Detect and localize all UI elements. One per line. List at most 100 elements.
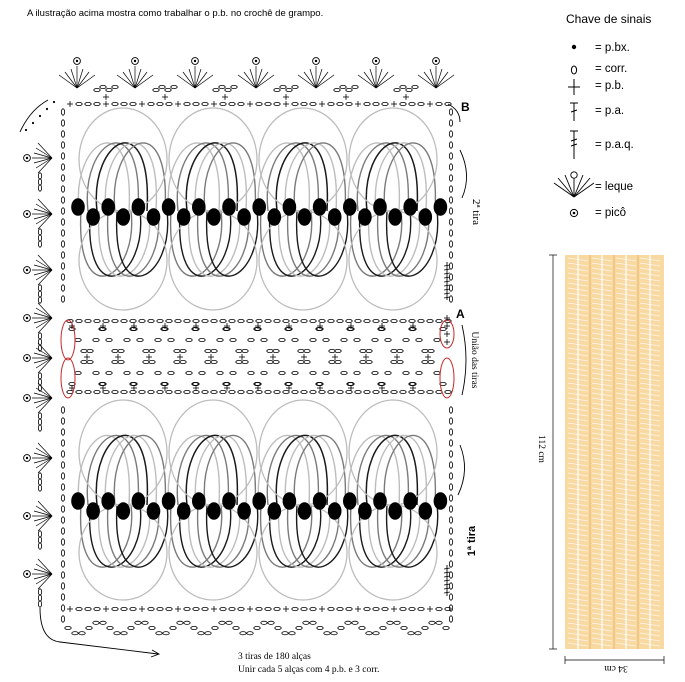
chain-stitch: [174, 318, 182, 323]
fan-stitch: [417, 74, 437, 89]
fan-stitch: [37, 382, 53, 399]
chain-stitch: [61, 428, 66, 436]
chain-stitch: [415, 370, 423, 375]
chain-stitch: [435, 318, 443, 323]
chain-stitch: [327, 389, 335, 394]
caption-text: A ilustração acima mostra como trabalhar…: [27, 8, 324, 19]
chain-stitch: [190, 626, 198, 631]
chain-stitch: [399, 607, 407, 612]
chain-stitch: [156, 318, 164, 323]
chain-stitch: [93, 389, 101, 394]
chain-stitch: [148, 348, 156, 353]
chain-stitch: [105, 337, 113, 342]
chain-stitch: [291, 337, 299, 342]
fan-stitch: [33, 152, 53, 159]
hairpin-loop: [185, 142, 239, 212]
chain-stitch: [399, 102, 407, 107]
chain-stitch: [228, 318, 236, 323]
hairpin-loop: [347, 142, 401, 212]
fan-stitch: [423, 71, 437, 89]
fan-border: [23, 57, 455, 608]
chain-stitch: [93, 88, 101, 93]
chain-stitch: [255, 389, 263, 394]
fan-stitch: [33, 573, 53, 580]
spine-bead: [146, 208, 161, 226]
chain-stitch: [300, 102, 308, 107]
chain-stitch: [229, 337, 237, 342]
arrow-line: [39, 607, 159, 655]
fan-stitch: [35, 563, 53, 575]
fan-stitch: [35, 259, 53, 271]
chain-stitch: [201, 607, 209, 612]
hairpin-loop: [104, 142, 158, 212]
chain-stitch: [365, 348, 373, 353]
chain-stitch: [93, 318, 101, 323]
chain-stitch: [448, 538, 453, 546]
fan-stitch: [70, 68, 78, 89]
fan-stitch: [33, 452, 53, 459]
chain-stitch: [282, 389, 290, 394]
slip-stitch: [52, 100, 56, 104]
legend-label: = leque: [595, 181, 634, 193]
chain-stitch: [61, 406, 66, 414]
chain-stitch: [38, 418, 43, 426]
chain-stitch: [309, 102, 317, 107]
chain-stitch: [111, 348, 119, 353]
chain-stitch: [165, 389, 173, 394]
chain-stitch: [363, 389, 371, 394]
chain-stitch: [363, 102, 371, 107]
legend-item-sc: = p.b.: [548, 77, 678, 97]
chain-stitch: [421, 359, 429, 364]
fan-stitch: [35, 157, 53, 169]
hairpin-loop: [356, 434, 410, 506]
chain-stitch: [363, 607, 371, 612]
hairpin-loop: [266, 142, 320, 212]
chain-stitch: [336, 389, 344, 394]
chain-stitch: [61, 174, 66, 182]
chain-stitch: [123, 337, 131, 342]
chain-stitch: [322, 370, 330, 375]
chain-stitch: [152, 88, 160, 93]
spine-bead: [433, 492, 448, 510]
join-mark: [60, 357, 76, 399]
hairpin-loop: [86, 142, 140, 212]
join-mark: [60, 319, 76, 361]
fan-stitch: [76, 68, 84, 89]
chain-stitch: [219, 389, 227, 394]
treble-ladder: [443, 268, 451, 271]
chain-stitch: [246, 389, 254, 394]
chain-stitch: [421, 348, 429, 353]
chain-stitch: [173, 359, 181, 364]
chain-stitch: [407, 631, 415, 636]
chain-stitch: [295, 626, 303, 631]
fan-stitch: [435, 74, 455, 89]
fan-stitch: [37, 198, 53, 215]
spine-bead: [131, 198, 146, 216]
chain-stitch: [448, 505, 453, 513]
chain-stitch: [38, 478, 43, 486]
chain-stitch: [444, 389, 452, 394]
treble-stitch-icon: [570, 130, 578, 159]
chain-stitch: [372, 607, 380, 612]
picot-stitch: [193, 59, 197, 63]
edge-chains: [61, 101, 453, 636]
chain-stitch: [448, 571, 453, 579]
fan-stitch: [255, 68, 263, 89]
chain-stitch: [198, 370, 206, 375]
chain-stitch: [84, 389, 92, 394]
chain-stitch: [162, 631, 170, 636]
chain-stitch: [86, 348, 94, 353]
chain-stitch: [148, 359, 156, 364]
fan-stitch: [435, 71, 449, 89]
chain-stitch: [38, 234, 43, 242]
chain-stitch: [448, 229, 453, 237]
chain-stitch: [204, 359, 212, 364]
slip-stitch: [31, 121, 35, 125]
chain-stitch: [111, 389, 119, 394]
fan-stitch: [37, 157, 53, 174]
fan-stitch: [35, 387, 53, 399]
chain-stitch: [61, 229, 66, 237]
join-mark: [439, 357, 455, 399]
chain-stitch: [201, 102, 209, 107]
picot-stitch: [25, 356, 29, 360]
